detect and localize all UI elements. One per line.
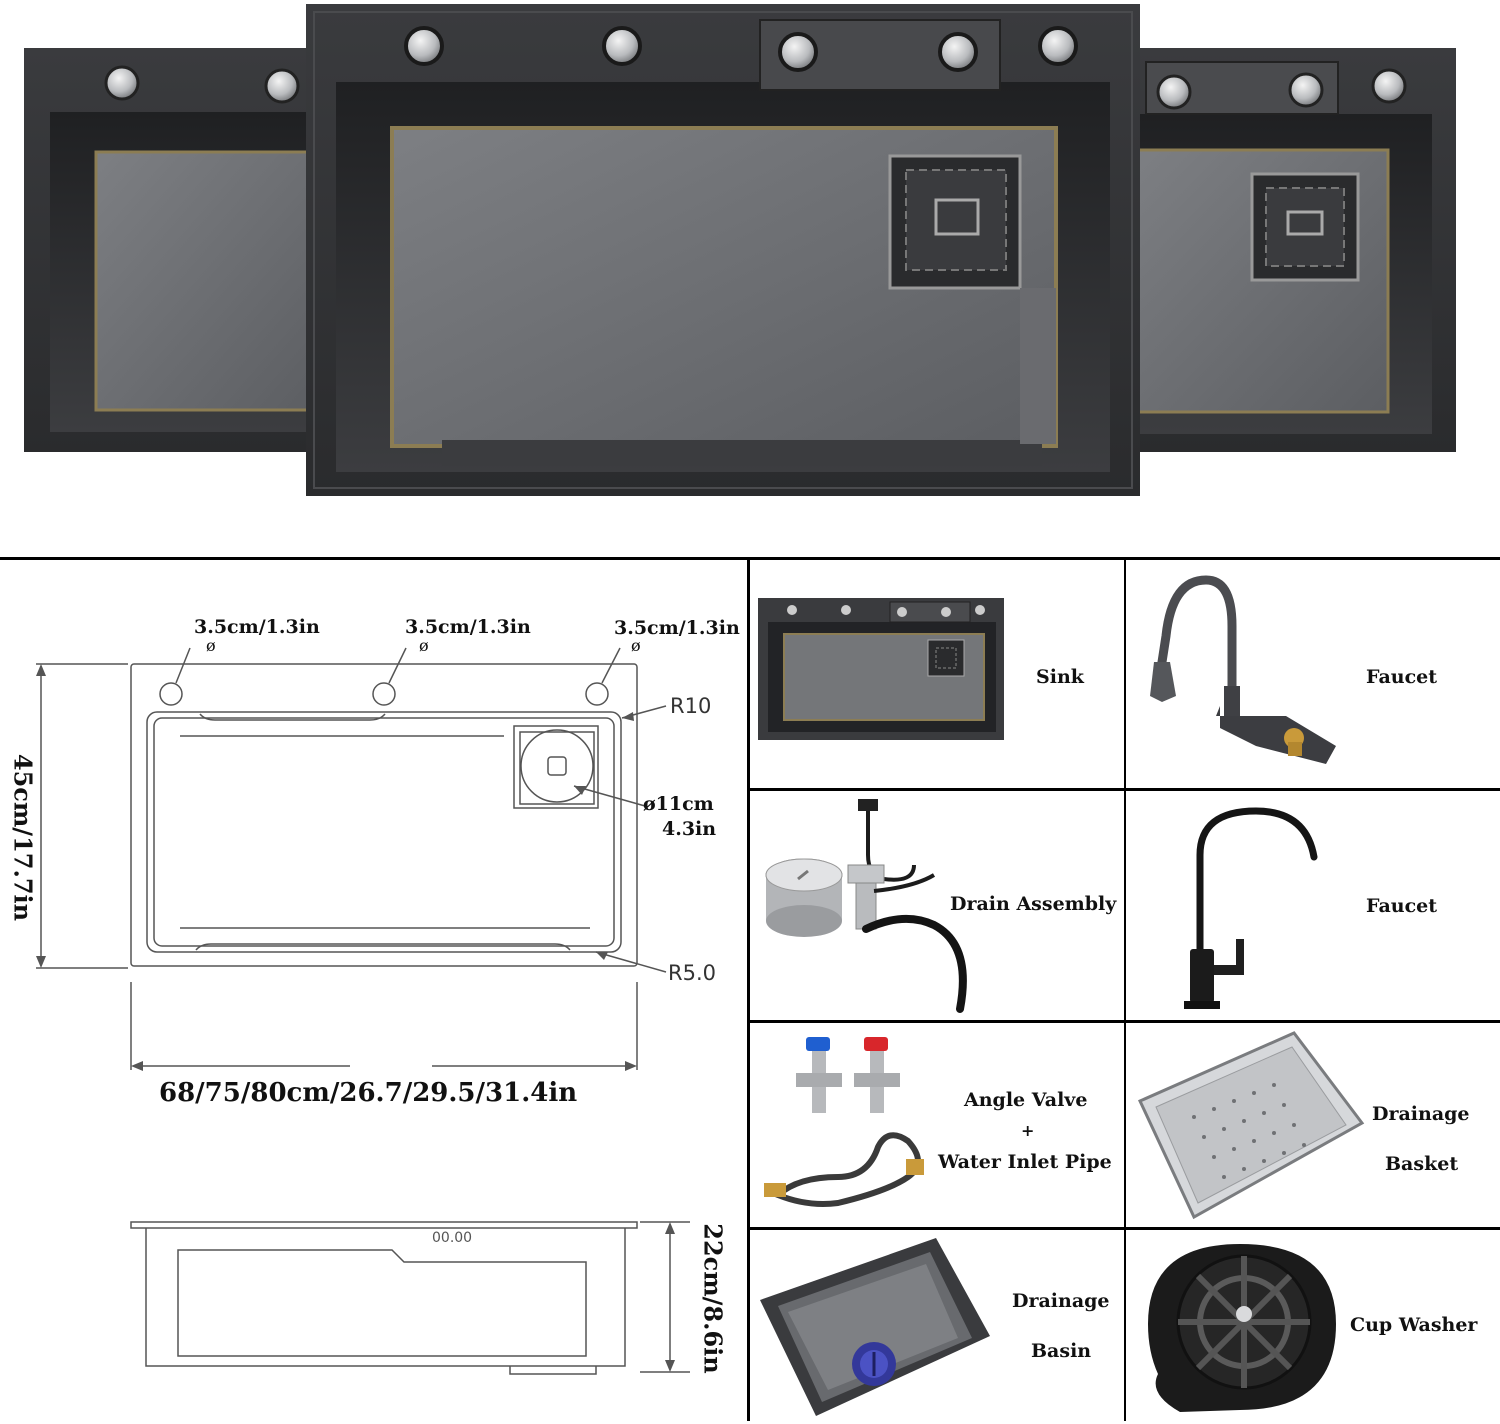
diameter-symbol-3: ø [631, 636, 641, 655]
cup-washer-label: Cup Washer [1350, 1314, 1478, 1336]
faucet-gooseneck-label: Faucet [1366, 895, 1438, 917]
sink-thumbnail-image [758, 598, 1004, 740]
panel-divider-vertical [747, 557, 750, 1421]
grid-divider-row3 [750, 1227, 1500, 1230]
angle-valve-label: Angle Valve [964, 1089, 1088, 1111]
drainage-basket-image [1137, 1031, 1365, 1220]
hole-label-3: 3.5cm/1.3in [614, 617, 740, 639]
cup-washer-image [1148, 1244, 1336, 1412]
angle-valve-image [764, 1037, 924, 1207]
hole-label-2: 3.5cm/1.3in [405, 616, 531, 638]
accessory-cell-drainage-basin: Drainage Basin [750, 1230, 1124, 1421]
accessory-cell-faucet-pullout: Faucet [1126, 560, 1500, 788]
section-divider-top [0, 557, 1500, 560]
radius-top-label: R10 [670, 694, 712, 718]
hero-sink-photo [24, 4, 1456, 496]
technical-drawing [36, 647, 690, 1375]
width-dimension-label: 68/75/80cm/26.7/29.5/31.4in [159, 1078, 578, 1108]
gooseneck-faucet-image [1184, 807, 1318, 1009]
drain-diameter-inch-label: 4.3in [662, 818, 717, 840]
hole-label-1: 3.5cm/1.3in [194, 616, 320, 638]
grid-divider-row1 [750, 788, 1500, 791]
hero-sink-center [306, 4, 1140, 496]
faucet-pullout-label: Faucet [1366, 666, 1438, 688]
hero-sink-right [1136, 48, 1456, 452]
drain-diameter-label: ø11cm [643, 793, 714, 815]
accessory-cell-cup-washer: Cup Washer [1126, 1230, 1500, 1421]
grid-divider-row2 [750, 1020, 1500, 1023]
accessory-cell-drain-assembly: Drain Assembly [750, 791, 1124, 1020]
side-view-marking: 00.00 [432, 1230, 473, 1246]
drain-assembly-label: Drain Assembly [950, 893, 1117, 915]
drainage-basket-label-1: Drainage [1372, 1103, 1470, 1125]
water-inlet-pipe-label: Water Inlet Pipe [938, 1151, 1112, 1173]
hero-sink-left [24, 48, 324, 452]
depth-dimension-label: 22cm/8.6in [698, 1223, 728, 1374]
accessory-cell-angle-valve: Angle Valve + Water Inlet Pipe [750, 1023, 1124, 1227]
pullout-faucet-image [1150, 575, 1336, 764]
drain-assembly-image [765, 799, 967, 1013]
radius-bottom-label: R5.0 [668, 961, 716, 985]
accessory-cell-faucet-gooseneck: Faucet [1126, 791, 1500, 1020]
sink-label: Sink [1036, 666, 1084, 688]
angle-valve-plus: + [1021, 1121, 1035, 1140]
diameter-symbol-1: ø [206, 636, 216, 655]
drainage-basin-label-2: Basin [1031, 1340, 1092, 1362]
grid-divider-col [1124, 557, 1126, 1421]
drainage-basket-label-2: Basket [1385, 1153, 1459, 1175]
accessory-cell-sink: Sink [750, 560, 1124, 788]
accessory-cell-drainage-basket: Drainage Basket [1126, 1023, 1500, 1227]
diameter-symbol-2: ø [419, 636, 429, 655]
drainage-basin-label-1: Drainage [1012, 1290, 1110, 1312]
drainage-basin-image [760, 1238, 990, 1416]
height-dimension-label: 45cm/17.7in [8, 753, 38, 922]
